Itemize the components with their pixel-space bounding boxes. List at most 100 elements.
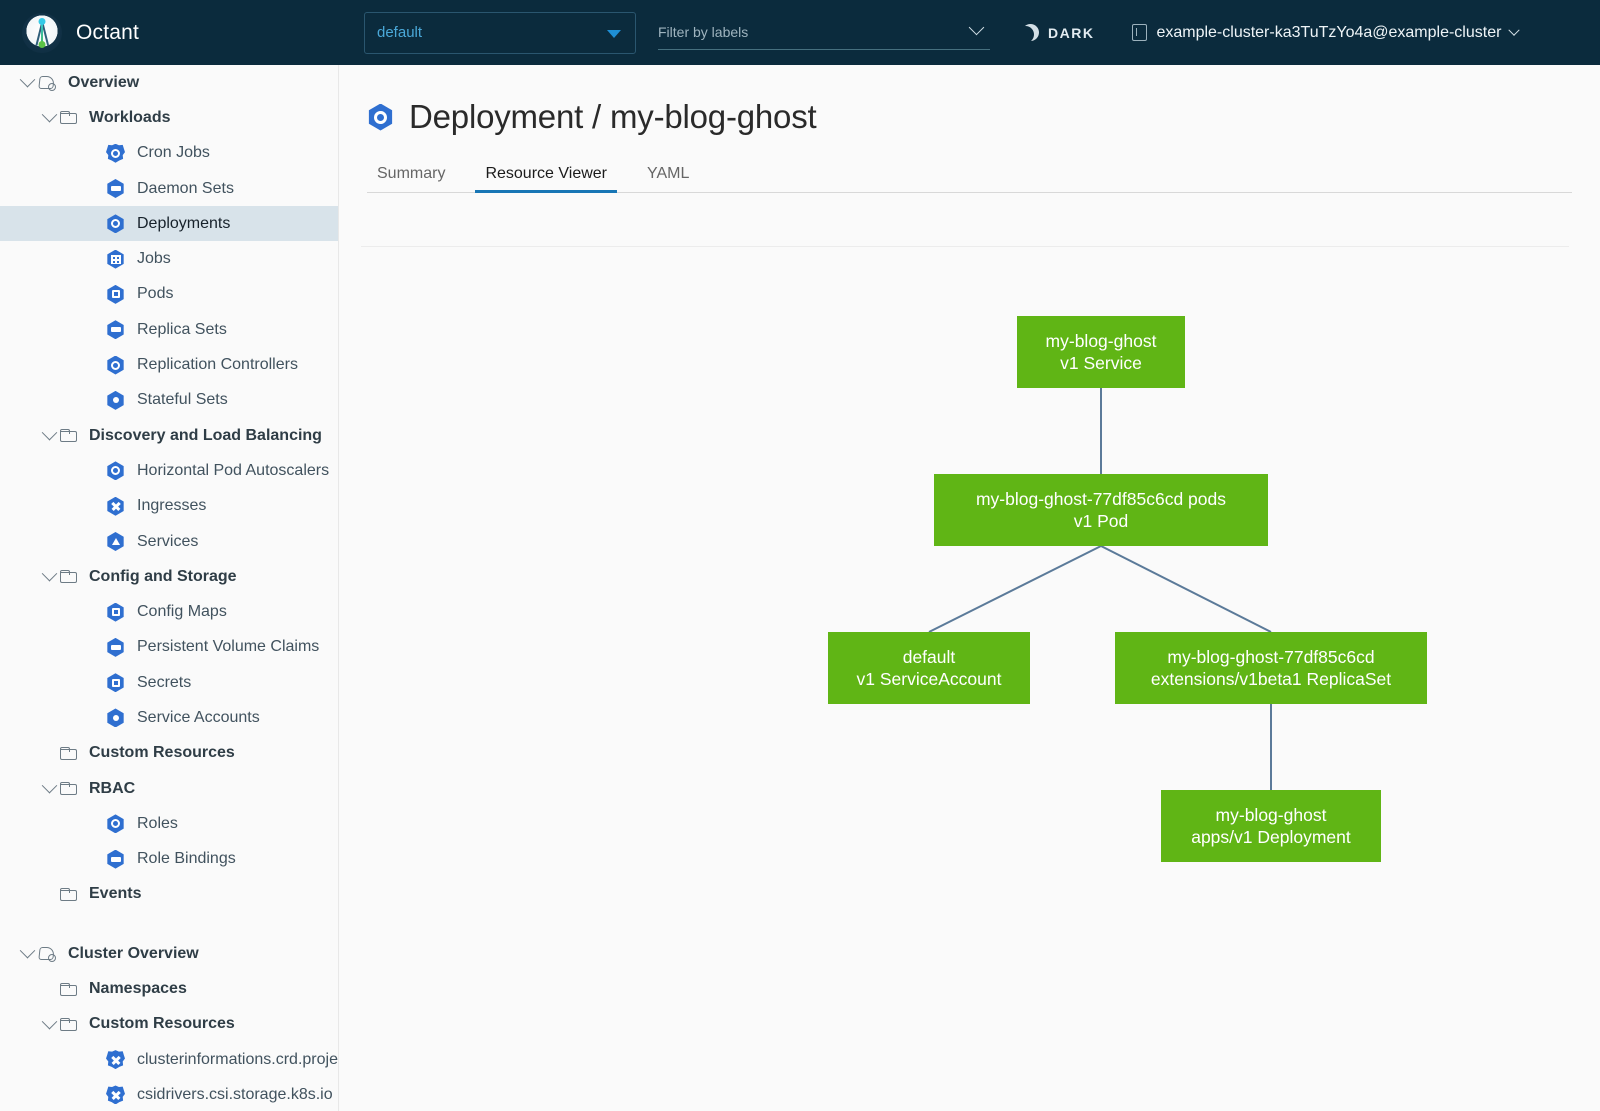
folder-icon xyxy=(60,782,77,796)
sidebar-item-csidrivers-csi-storage-k8s-io[interactable]: csidrivers.csi.storage.k8s.io xyxy=(0,1077,338,1111)
chevron-down-icon[interactable] xyxy=(968,19,985,35)
k8s-serviceaccount-icon xyxy=(107,708,124,728)
sidebar-item-role-bindings[interactable]: Role Bindings xyxy=(0,842,338,877)
sidebar-item-discovery-and-load-balancing[interactable]: Discovery and Load Balancing xyxy=(0,418,338,453)
k8s-ingress-icon xyxy=(107,496,124,516)
sidebar-item-clusterinformations-crd-projec[interactable]: clusterinformations.crd.projec xyxy=(0,1042,338,1077)
sidebar-item-label: Daemon Sets xyxy=(137,179,234,197)
tab-summary[interactable]: Summary xyxy=(377,165,446,182)
caret-down-icon xyxy=(607,29,621,38)
cluster-selector[interactable]: example-cluster-ka3TuTzYo4a@example-clus… xyxy=(1132,24,1521,42)
sidebar-item-deployments[interactable]: Deployments xyxy=(0,206,338,242)
sidebar-item-persistent-volume-claims[interactable]: Persistent Volume Claims xyxy=(0,630,338,665)
chevron-down-icon[interactable] xyxy=(38,107,60,123)
dark-mode-toggle[interactable]: DARK xyxy=(1022,24,1094,41)
chevron-down-icon[interactable] xyxy=(38,425,60,441)
tab-resource-viewer[interactable]: Resource Viewer xyxy=(475,165,617,193)
folder-icon xyxy=(60,1017,77,1031)
sidebar-item-label: clusterinformations.crd.projec xyxy=(137,1050,339,1068)
sidebar-item-label: Discovery and Load Balancing xyxy=(89,426,322,444)
sidebar-item-roles[interactable]: Roles xyxy=(0,806,338,841)
k8s-replicaset-icon xyxy=(107,320,124,340)
logo-dot-top xyxy=(38,17,46,25)
sidebar-item-label: Persistent Volume Claims xyxy=(137,638,320,656)
sidebar-item-events[interactable]: Events xyxy=(0,877,338,912)
chevron-down-icon[interactable] xyxy=(38,566,60,582)
logo-spire xyxy=(41,18,43,47)
sidebar-item-label: csidrivers.csi.storage.k8s.io xyxy=(137,1085,333,1103)
k8s-configmap-icon xyxy=(107,602,124,622)
sidebar-item-replica-sets[interactable]: Replica Sets xyxy=(0,312,338,347)
tab-bar[interactable]: Summary Resource Viewer YAML xyxy=(367,158,1572,193)
chevron-down-icon[interactable] xyxy=(16,943,38,959)
sidebar-item-label: Custom Resources xyxy=(89,744,235,762)
tab-yaml[interactable]: YAML xyxy=(647,165,690,182)
k8s-cronjob-icon xyxy=(106,143,125,163)
sidebar-item-label: Config and Storage xyxy=(89,567,237,585)
sidebar-item-daemon-sets[interactable]: Daemon Sets xyxy=(0,171,338,206)
chevron-down-icon[interactable] xyxy=(16,72,38,88)
sidebar-item-custom-resources[interactable]: Custom Resources xyxy=(0,1007,338,1042)
k8s-deployment-icon xyxy=(368,103,393,131)
sidebar-item-label: Namespaces xyxy=(89,980,187,998)
sidebar-item-label: Ingresses xyxy=(137,497,207,515)
sidebar-item-pods[interactable]: Pods xyxy=(0,277,338,312)
sidebar-item-label: Jobs xyxy=(137,250,171,268)
sidebar-item-ingresses[interactable]: Ingresses xyxy=(0,489,338,524)
k8s-hpa-icon xyxy=(107,461,124,481)
sidebar-item-label: Stateful Sets xyxy=(137,391,228,409)
sidebar-item-label: Cluster Overview xyxy=(68,944,199,962)
folder-icon xyxy=(60,887,77,901)
sidebar-item-namespaces[interactable]: Namespaces xyxy=(0,971,338,1006)
folder-icon xyxy=(60,111,77,125)
k8s-daemonset-icon xyxy=(107,179,124,199)
octant-logo-icon xyxy=(22,12,62,53)
chevron-down-icon[interactable] xyxy=(38,1013,60,1030)
folder-icon xyxy=(60,746,77,760)
sidebar-item-cron-jobs[interactable]: Cron Jobs xyxy=(0,136,338,171)
sidebar-item-stateful-sets[interactable]: Stateful Sets xyxy=(0,383,338,418)
overview-icon xyxy=(38,75,56,91)
labels-filter-input[interactable]: Filter by labels xyxy=(658,16,990,50)
page-title-text: Deployment / my-blog-ghost xyxy=(409,98,817,135)
sidebar-item-replication-controllers[interactable]: Replication Controllers xyxy=(0,347,338,382)
graph-node-name: my-blog-ghost-77df85c6cd xyxy=(1167,646,1375,667)
k8s-secret-icon xyxy=(107,673,124,693)
chevron-down-icon xyxy=(1508,24,1521,36)
cluster-icon xyxy=(1132,24,1148,41)
sidebar-item-label: Events xyxy=(89,885,142,903)
graph-node-name: my-blog-ghost xyxy=(1215,804,1327,825)
sidebar-item-secrets[interactable]: Secrets xyxy=(0,665,338,700)
sidebar-item-custom-resources[interactable]: Custom Resources xyxy=(0,736,338,771)
sidebar-item-jobs[interactable]: Jobs xyxy=(0,241,338,276)
sidebar-item-service-accounts[interactable]: Service Accounts xyxy=(0,700,338,735)
sidebar-item-rbac[interactable]: RBAC xyxy=(0,771,338,806)
sidebar-item-label: Horizontal Pod Autoscalers xyxy=(137,461,330,479)
sidebar-item-cluster-overview[interactable]: Cluster Overview xyxy=(0,936,338,971)
sidebar-item-overview[interactable]: Overview xyxy=(0,65,338,100)
sidebar-item-workloads[interactable]: Workloads xyxy=(0,100,338,135)
k8s-crd-icon xyxy=(106,1050,125,1070)
namespace-selector[interactable]: default xyxy=(364,11,636,54)
sidebar-item-services[interactable]: Services xyxy=(0,524,338,559)
graph-node-name: my-blog-ghost-77df85c6cd pods xyxy=(975,488,1226,509)
sidebar-item-config-and-storage[interactable]: Config and Storage xyxy=(0,559,338,594)
sidebar-item-label: Deployments xyxy=(137,214,231,232)
sidebar-item-horizontal-pod-autoscalers[interactable]: Horizontal Pod Autoscalers xyxy=(0,453,338,488)
sidebar-item-label: Replica Sets xyxy=(137,320,227,338)
sidebar-item-label: Cron Jobs xyxy=(137,144,210,162)
sidebar-item-label: Custom Resources xyxy=(89,1015,235,1033)
k8s-role-icon xyxy=(107,814,124,834)
sidebar-item-label: Roles xyxy=(137,814,178,832)
chevron-down-icon[interactable] xyxy=(38,777,60,794)
k8s-job-icon xyxy=(107,249,124,269)
sidebar-item-config-maps[interactable]: Config Maps xyxy=(0,594,338,629)
overview-icon xyxy=(38,946,56,962)
brand-title: Octant xyxy=(76,20,140,44)
